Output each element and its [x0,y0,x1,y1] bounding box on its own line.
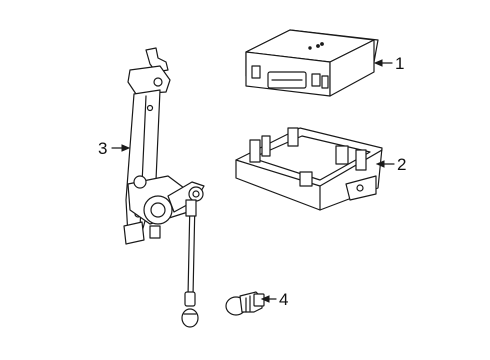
callout-leader-1 [373,59,393,67]
part-1-control-module [245,29,379,97]
callout-leader-3 [111,144,131,152]
part-2-bracket [235,127,383,211]
module-side-face [329,39,375,97]
callout-leader-2 [375,160,395,168]
link-ball-end [181,308,199,328]
callout-leader-4 [260,295,277,303]
callout-3: 3 [98,139,107,158]
part-4-fastener [225,291,265,316]
sensor-hook [145,47,169,73]
callout-4: 4 [279,290,288,309]
callout-2: 2 [397,155,406,174]
part-3-level-sensor [123,47,205,328]
sensor-bracket-head [127,65,171,95]
callout-1: 1 [395,54,404,73]
